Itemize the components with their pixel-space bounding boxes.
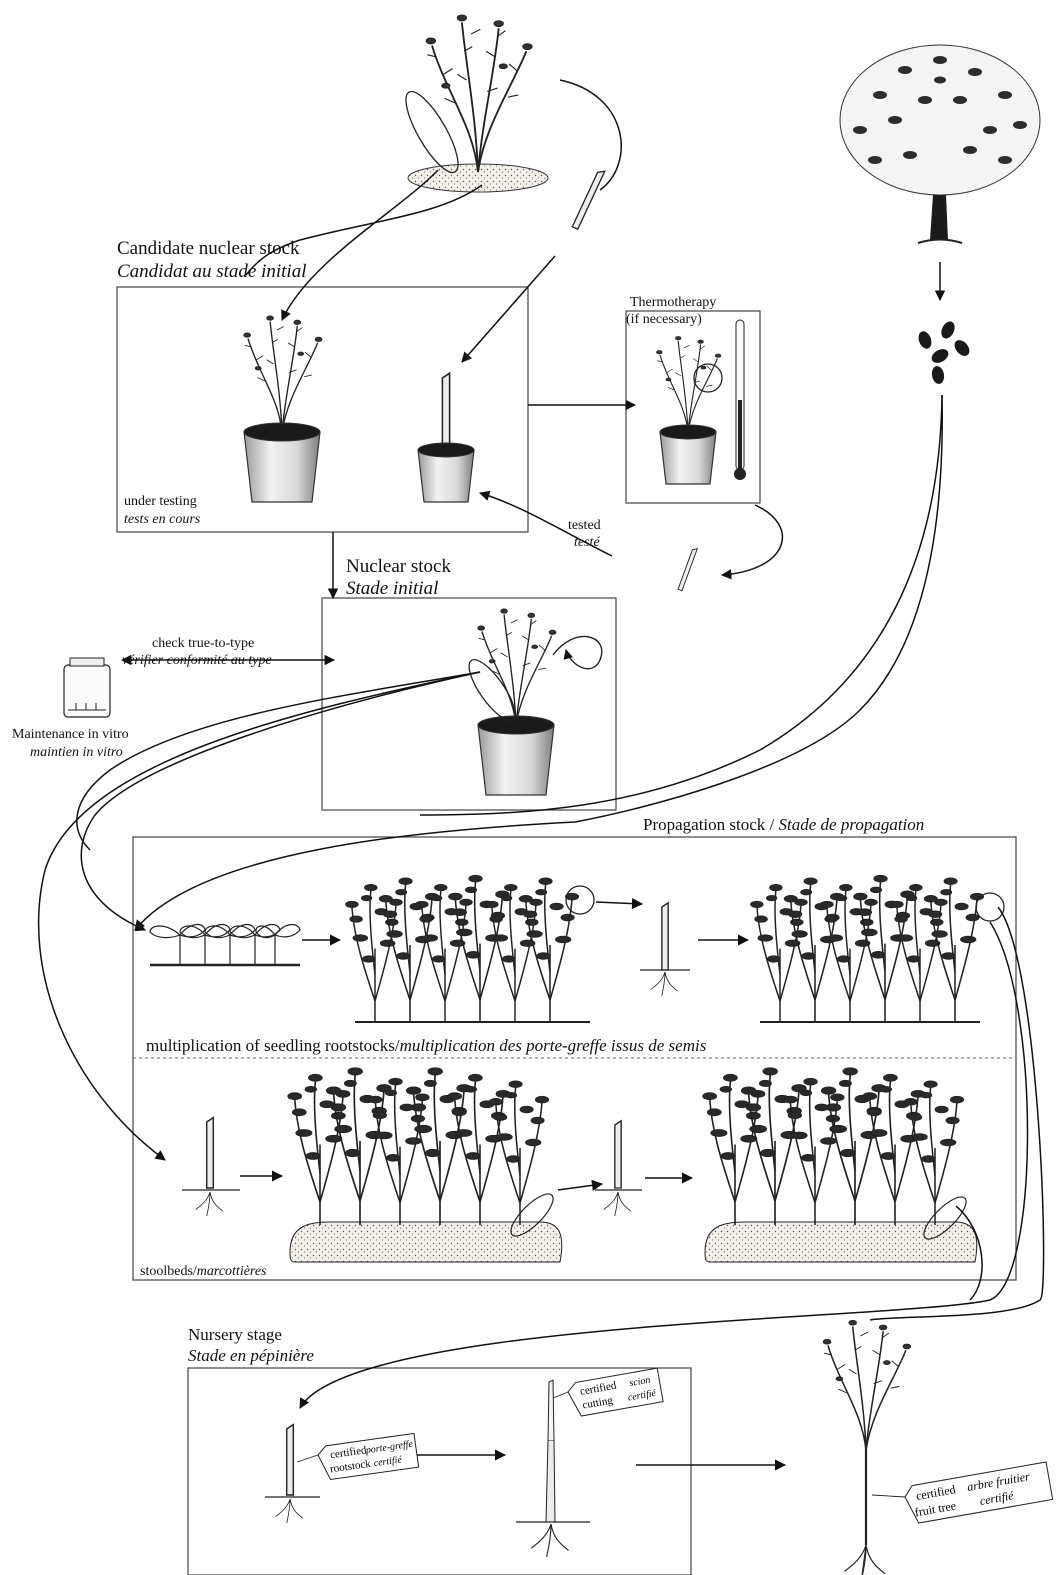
rootstock-certified-tag: certified rootstock porte-greffe certifi… (317, 1432, 420, 1481)
under-testing-label: under testing (124, 494, 197, 509)
seedlings-row-illustration (149, 924, 301, 967)
check-true-to-type-label-fr: vérifier conformité au type (122, 653, 272, 668)
candidate-potted-shrub (243, 315, 323, 503)
nuclear-potted-shrub (468, 608, 603, 796)
certified-rootstock-illustration (265, 1423, 320, 1524)
nursery-stage-title-fr: Stade en pépinière (188, 1346, 314, 1365)
mother-shrub-illustration (405, 14, 549, 193)
nuclear-stock-title-fr: Stade initial (346, 578, 439, 599)
thermotherapy-potted-plant (655, 335, 723, 485)
seeds-illustration (918, 321, 970, 384)
stoolbed-1-illustration (286, 1066, 563, 1263)
seedling-label-en: multiplication of seedling rootstocks/ (146, 1036, 400, 1055)
stoolbed-cutting-1-illustration (182, 1116, 240, 1217)
thermotherapy-title: Thermotherapy (630, 295, 717, 310)
tested-label-fr: testé (574, 535, 600, 550)
scion-cutting-icon (571, 168, 606, 230)
rootstock-row-1-illustration (344, 874, 595, 1023)
seedling-rootstocks-label: multiplication of seedling rootstocks/mu… (146, 1036, 706, 1056)
tag-rootstock-fr2: certifié (373, 1454, 403, 1469)
under-testing-label-fr: tests en cours (124, 512, 201, 527)
stoolbed-cutting-2-illustration (595, 1120, 642, 1217)
propagation-title-en: Propagation stock / (643, 815, 779, 834)
candidate-potted-cutting (417, 372, 475, 503)
scion-certified-tag: certified cutting scion certifié (567, 1367, 664, 1417)
tag-tree-en1: certified (915, 1482, 957, 1503)
in-vitro-jar-icon (63, 657, 111, 718)
rootstock-to-cutting-arrow-1 (595, 897, 644, 910)
propagation-title-fr: Stade de propagation (778, 815, 925, 834)
nuclear-stock-title: Nuclear stock (346, 556, 451, 577)
tag-scion-fr2: certifié (627, 1388, 657, 1404)
tag-tree-fr2: certifié (979, 1488, 1016, 1508)
propagation-stock-title: Propagation stock / Stade de propagation (643, 815, 924, 835)
thermometer-icon (734, 319, 746, 480)
tag-rootstock-en1: certified (329, 1444, 367, 1461)
rooted-cutting-1-illustration (640, 902, 690, 997)
thermotherapy-note: (if necessary) (626, 312, 702, 327)
tag-scion-en2: cutting (582, 1394, 615, 1411)
fruit-tree-certified-tag: certified fruit tree arbre fruitier cert… (904, 1461, 1054, 1524)
tag-scion-fr1: scion (629, 1375, 652, 1389)
seedling-label-fr: multiplication des porte-greffe issus de… (399, 1036, 707, 1055)
tag-rootstock-en2: rootstock (329, 1458, 372, 1476)
tested-cutting-icon (677, 546, 698, 592)
in-vitro-label-fr: maintien in vitro (30, 745, 123, 760)
stoolbed-to-cutting-arrow (557, 1179, 604, 1191)
nuclear-stock-box (321, 597, 617, 811)
candidate-stock-title: Candidate nuclear stock (117, 238, 300, 259)
candidate-stock-title-fr: Candidat au stade initial (117, 261, 307, 282)
candidate-stock-box (116, 286, 529, 533)
stoolbeds-label: stoolbeds/marcottières (140, 1264, 267, 1280)
tested-label: tested (568, 518, 601, 533)
nursery-stage-title: Nursery stage (188, 1325, 282, 1344)
certified-fruit-tree-illustration (822, 1319, 912, 1575)
check-true-to-type-label: check true-to-type (152, 636, 255, 651)
fruit-tree-illustration (839, 44, 1041, 244)
stoolbed-2-illustration (701, 1066, 978, 1263)
rootstock-row-2-illustration (749, 874, 1005, 1023)
nursery-stage-box (187, 1367, 692, 1575)
grafted-plant-illustration (516, 1379, 590, 1558)
flow-arrows (37, 79, 1045, 1409)
stoolbeds-label-en: stoolbeds/ (140, 1264, 197, 1279)
stoolbeds-label-fr: marcottières (196, 1264, 267, 1279)
in-vitro-label: Maintenance in vitro (12, 727, 129, 742)
